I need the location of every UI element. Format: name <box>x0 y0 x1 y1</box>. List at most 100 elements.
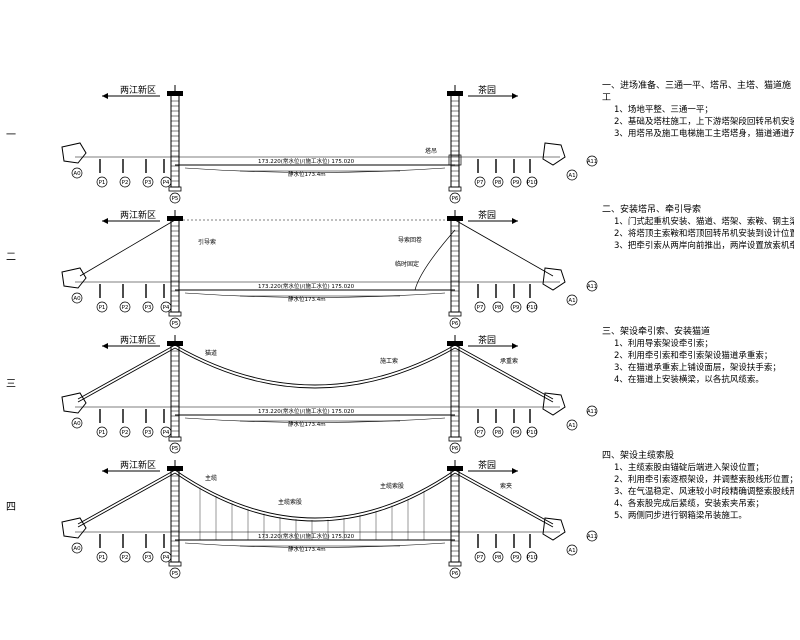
note-item: 2、将塔顶主索鞍和塔顶回转吊机安装到设计位置； <box>614 229 794 239</box>
tower-label: P6 <box>452 321 459 327</box>
anchor-label: A0 <box>73 546 81 552</box>
pier-label-circle <box>96 426 108 438</box>
tower-label: P6 <box>452 196 459 202</box>
tower-label-circle <box>169 442 181 454</box>
pier-label: P4 <box>163 430 170 436</box>
annotation-cable-c: 索夹 <box>500 482 512 490</box>
tower-label-circle <box>449 192 461 204</box>
tower-label: P6 <box>452 571 459 577</box>
pier-label-circle <box>160 301 172 313</box>
pier-label-circle <box>142 176 154 188</box>
river-bed-curve <box>184 542 446 548</box>
anchorage-left <box>61 142 87 164</box>
note-item: 1、门式起重机安装、猫道、塔架、索鞍、钢主梁； <box>614 217 794 227</box>
anchor-label-circle <box>71 542 83 554</box>
anchor-label-circle <box>71 292 83 304</box>
pier-label-circle <box>510 426 522 438</box>
pier-label: P7 <box>477 555 484 561</box>
label-left-bank: 两江新区 <box>120 84 156 96</box>
pier-label-circle <box>160 551 172 563</box>
main-cable-mid-span <box>174 344 456 386</box>
pier-label: P4 <box>163 555 170 561</box>
pier-label: P1 <box>99 430 106 436</box>
pier-label-circle <box>119 176 131 188</box>
label-water-level: 173.220(常水位)/(施工水位) 175.020 <box>258 407 355 415</box>
annotation-pilot-cable: 引导索 <box>198 238 216 246</box>
tower-footing <box>168 436 182 442</box>
label-static-water: 静水位173.4m <box>288 545 326 553</box>
pier-label: P9 <box>513 180 520 186</box>
tower-crane-box <box>448 154 462 166</box>
river-bed-curve <box>184 167 446 173</box>
label-right-bank: 茶园 <box>478 84 496 96</box>
label-right-bank: 茶园 <box>478 334 496 346</box>
main-cable-left-span <box>77 344 176 400</box>
anchor-label-circle <box>71 167 83 179</box>
anchor-label: A0 <box>73 171 81 177</box>
main-cable-left-span <box>77 347 176 403</box>
arrow-left-head <box>102 468 108 474</box>
tower-footing <box>448 436 462 442</box>
tower-left <box>167 85 183 192</box>
annotation-cable-b: 施工索 <box>380 357 398 365</box>
pier-label: P8 <box>495 180 502 186</box>
tower-saddle <box>167 341 183 346</box>
tower-label: P5 <box>172 571 179 577</box>
note-item: 5、两侧同步进行钢箱梁吊装施工。 <box>614 511 747 521</box>
anchor-label: A11 <box>587 159 597 165</box>
main-cable-mid-span <box>174 347 456 389</box>
river-bed-curve <box>184 292 446 298</box>
arrow-right-head <box>512 468 518 474</box>
pier-label-circle <box>474 176 486 188</box>
pier-label-circle <box>510 551 522 563</box>
main-cable-left-span <box>77 469 176 525</box>
pier-label: P1 <box>99 555 106 561</box>
tower-saddle <box>447 91 463 96</box>
anchor-label: A11 <box>587 409 597 415</box>
pier-label: P3 <box>145 305 152 311</box>
tower-label-circle <box>169 317 181 329</box>
anchorage-right <box>542 267 566 291</box>
anchor-label-circle <box>586 530 598 542</box>
main-cable-left-span <box>77 472 176 528</box>
note-item: 2、利用牵引索和牵引索架设猫道承重索； <box>614 351 773 361</box>
pier-label: P8 <box>495 430 502 436</box>
tower-label-circle <box>449 317 461 329</box>
pier-label-circle <box>160 176 172 188</box>
stage-3: 两江新区茶园173.220(常水位)/(施工水位) 175.020静水位173.… <box>61 334 598 454</box>
main-cable-right-span <box>454 344 554 400</box>
anchor-label: A1 <box>568 173 575 179</box>
note-stage-1: 一、进场准备、三通一平、塔吊、主塔、猫道施工 1、场地平整、三通一平； 2、基础… <box>602 80 794 140</box>
stage-2: 两江新区茶园173.220(常水位)/(施工水位) 175.020静水位173.… <box>61 209 598 329</box>
pier-label: P8 <box>495 305 502 311</box>
pier-label: P1 <box>99 305 106 311</box>
anchor-label-circle <box>566 294 578 306</box>
pier-label: P10 <box>527 555 538 561</box>
note-item: 2、利用牵引索逐根架设，并调整索股线形位置； <box>614 475 794 485</box>
anchorage-right <box>542 517 566 541</box>
note-item: 4、在猫道上安装横梁，以各抗风缆索。 <box>614 375 764 385</box>
anchor-label-circle <box>586 405 598 417</box>
tower-label-circle <box>169 567 181 579</box>
note-item: 3、用塔吊及施工电梯施工主塔塔身，猫道通道开平，猫体施工。 <box>614 129 794 139</box>
anchor-label-circle <box>586 155 598 167</box>
stage-marker-1: 一 <box>6 130 16 141</box>
tower-saddle <box>167 216 183 221</box>
pier-label-circle <box>492 176 504 188</box>
annotation-tower-crane: 塔吊 <box>425 147 437 155</box>
label-right-bank: 茶园 <box>478 209 496 221</box>
label-left-bank: 两江新区 <box>120 459 156 471</box>
tower-footing <box>448 186 462 192</box>
pier-label-circle <box>492 301 504 313</box>
pier-label-circle <box>160 426 172 438</box>
label-static-water: 静水位173.4m <box>288 295 326 303</box>
note-item: 1、利用导索架设牵引索； <box>614 339 713 349</box>
tower-label: P5 <box>172 196 179 202</box>
tower-footing <box>448 311 462 317</box>
anchor-label: A11 <box>587 534 597 540</box>
pier-label-circle <box>96 176 108 188</box>
arrow-left-head <box>102 218 108 224</box>
pier-label: P8 <box>495 555 502 561</box>
pier-label-circle <box>142 301 154 313</box>
